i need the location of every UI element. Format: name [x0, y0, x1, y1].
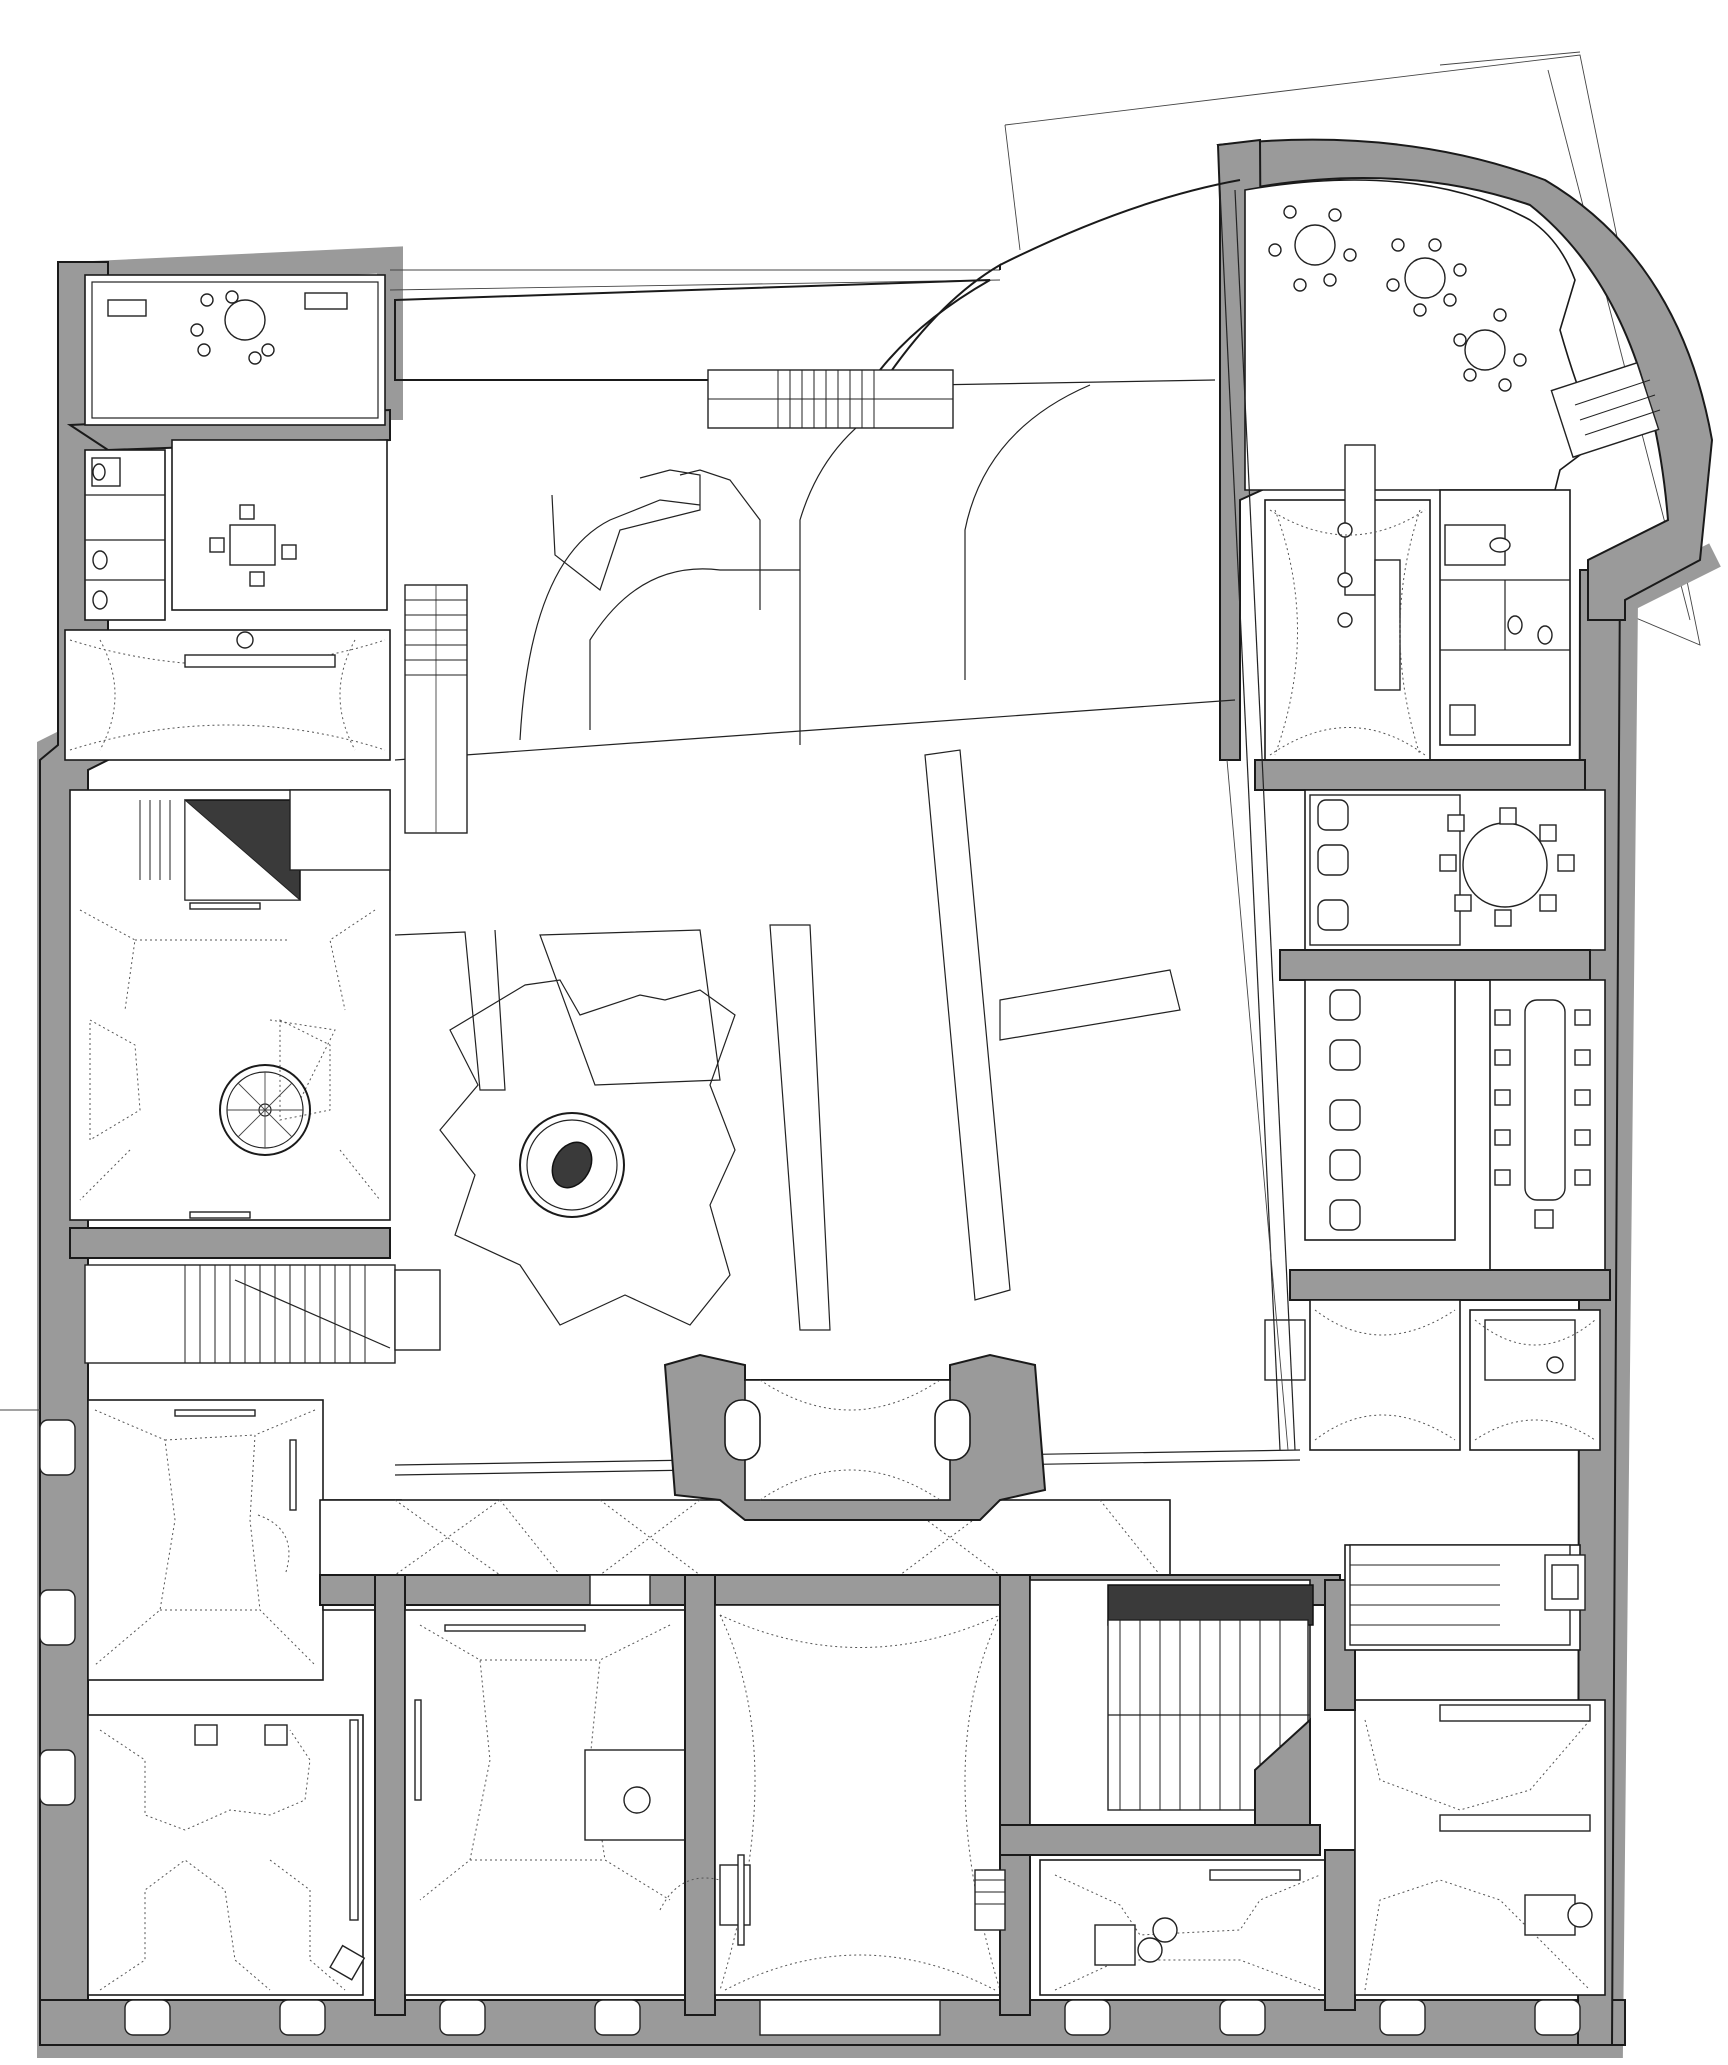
- lower-middle-rooms: [374, 1574, 1031, 2016]
- right-wing: [1244, 179, 1661, 1451]
- courtyard: [394, 179, 1301, 1476]
- bottom-windows: [124, 1999, 1581, 2036]
- terrace-top-left: [84, 269, 1001, 426]
- lower-right-rooms: [974, 1544, 1606, 2011]
- terrace-stair: [708, 370, 953, 428]
- courtyard-edge: [1219, 189, 1296, 1451]
- left-wing: [64, 439, 441, 1996]
- left-windows: [0, 1409, 76, 1806]
- central-corridor: [319, 1353, 1341, 1606]
